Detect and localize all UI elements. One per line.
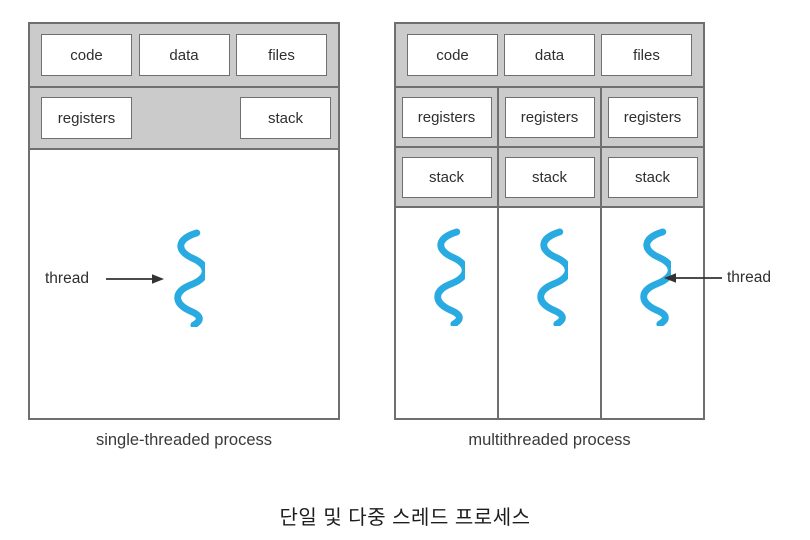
thread-area (602, 208, 703, 418)
figure-title-korean: 단일 및 다중 스레드 프로세스 (279, 507, 531, 529)
stack-cell: stack (396, 148, 497, 208)
process-segments-row: code data files (396, 24, 703, 88)
thread-squiggle-icon (639, 228, 671, 326)
data-box: data (504, 34, 595, 76)
thread-area (499, 208, 600, 418)
code-box: code (41, 34, 132, 76)
multithreaded-caption: multithreaded process (468, 431, 631, 449)
stack-box: stack (504, 156, 595, 198)
thread-column-2: registers stack (497, 88, 600, 418)
registers-box: registers (607, 96, 698, 138)
data-box: data (138, 34, 230, 76)
stack-box: stack (607, 156, 698, 198)
thread-resources-row: registers stack (30, 88, 338, 150)
single-threaded-caption: single-threaded process (95, 431, 273, 449)
arrow-right-icon (106, 274, 164, 284)
code-box: code (407, 34, 498, 76)
files-box: files (236, 34, 327, 76)
single-threaded-process-panel: code data files registers stack thread (28, 22, 340, 420)
thread-squiggle-icon (433, 228, 465, 326)
thread-squiggle-icon (536, 228, 568, 326)
stack-cell: stack (499, 148, 600, 208)
thread-column-1: registers stack (396, 88, 497, 418)
registers-cell: registers (499, 88, 600, 148)
registers-box: registers (504, 96, 595, 138)
arrow-left-icon (664, 273, 722, 283)
thread-area (396, 208, 497, 418)
registers-cell: registers (396, 88, 497, 148)
thread-column-3: registers stack (600, 88, 703, 418)
thread-squiggle-icon (174, 229, 205, 327)
thread-label: thread (727, 269, 771, 286)
registers-cell: registers (602, 88, 703, 148)
stack-box: stack (240, 97, 331, 139)
files-box: files (601, 34, 692, 76)
multithreaded-process-panel: code data files registers stack (394, 22, 705, 420)
stack-cell: stack (602, 148, 703, 208)
thread-columns: registers stack registers stack (396, 88, 703, 418)
registers-box: registers (41, 97, 132, 139)
process-segments-row: code data files (30, 24, 338, 88)
stack-box: stack (401, 156, 492, 198)
registers-box: registers (401, 96, 492, 138)
thread-label: thread (45, 270, 89, 287)
